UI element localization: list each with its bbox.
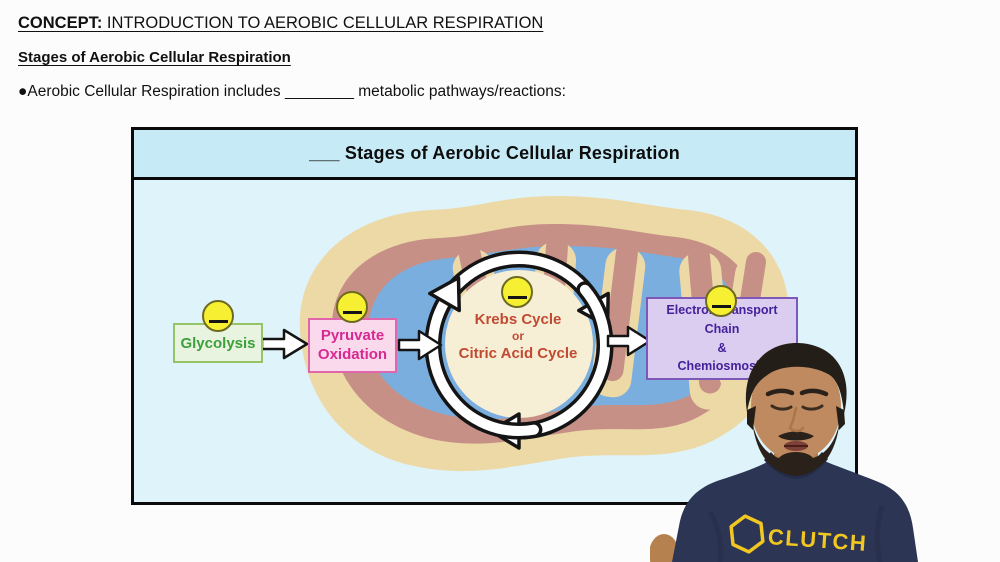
presenter-mustache (778, 431, 814, 441)
bullet-line: ●Aerobic Cellular Respiration includes _… (18, 83, 566, 101)
glycolysis-label: Glycolysis (180, 334, 256, 352)
bullet-text-pre: Aerobic Cellular Respiration includes (27, 83, 285, 100)
bullet-text-post: metabolic pathways/reactions: (353, 83, 566, 100)
presenter-collar (764, 452, 828, 479)
blank-line (208, 320, 228, 323)
presenter-eyes (770, 404, 824, 411)
arrow-pyruvate-to-krebs (397, 329, 443, 361)
slide-diagram-box: ___ Stages of Aerobic Cellular Respirati… (131, 127, 858, 505)
stage-box-glycolysis: Glycolysis (173, 323, 263, 363)
slide-title: ___ Stages of Aerobic Cellular Respirati… (134, 130, 855, 180)
concept-heading: CONCEPT: INTRODUCTION TO AEROBIC CELLULA… (18, 14, 566, 33)
blank-number-badge-krebs (501, 276, 533, 308)
arrow-glycolysis-to-pyruvate (260, 328, 309, 360)
hexagon-logo-icon (729, 514, 765, 554)
arrow-krebs-to-etc (606, 325, 652, 357)
presenter-hand (650, 534, 679, 562)
pyruvate-label-line2: Oxidation (317, 345, 388, 363)
krebs-label-line1: Krebs Cycle (474, 311, 562, 328)
flow-arrows (260, 325, 652, 361)
presenter-hair (745, 342, 847, 414)
blank-number-badge-etc (705, 285, 737, 317)
concept-title: INTRODUCTION TO AEROBIC CELLULAR RESPIRA… (102, 14, 544, 32)
krebs-cycle-arrows (400, 250, 634, 465)
pyruvate-label-line1: Pyruvate (320, 326, 385, 344)
presenter-beard (752, 420, 840, 476)
blank-number-badge-pyruvate (336, 291, 368, 323)
mitochondrion-illustration (260, 196, 789, 502)
blank-line (342, 311, 362, 314)
krebs-cycle-disc (445, 270, 593, 418)
blank-line (507, 296, 527, 299)
header: CONCEPT: INTRODUCTION TO AEROBIC CELLULA… (18, 14, 566, 101)
section-subtitle: Stages of Aerobic Cellular Respiration (18, 49, 291, 66)
presenter-video: CLUTCH (650, 342, 918, 562)
fill-in-blank: ________ (284, 83, 354, 100)
bullet-glyph: ● (18, 83, 28, 100)
blank-number-badge-glycolysis (202, 300, 234, 332)
concept-label: CONCEPT: (18, 14, 103, 32)
slide-body: Glycolysis Pyruvate Oxidation Krebs Cycl… (134, 180, 855, 502)
etc-label-line3: Chemiosmosis (677, 359, 767, 374)
stage-label-krebs-cycle: Krebs Cycle or Citric Acid Cycle (438, 310, 598, 363)
blank-line (711, 305, 731, 308)
presenter-eyebrows (765, 388, 829, 397)
krebs-label-line2: or (512, 329, 524, 343)
etc-label-line2: & (717, 340, 727, 355)
krebs-label-line3: Citric Acid Cycle (458, 345, 578, 362)
presenter-nose (788, 406, 805, 433)
shirt-folds (707, 505, 885, 562)
stage-box-pyruvate-oxidation: Pyruvate Oxidation (308, 318, 397, 373)
presenter-face (751, 352, 841, 460)
